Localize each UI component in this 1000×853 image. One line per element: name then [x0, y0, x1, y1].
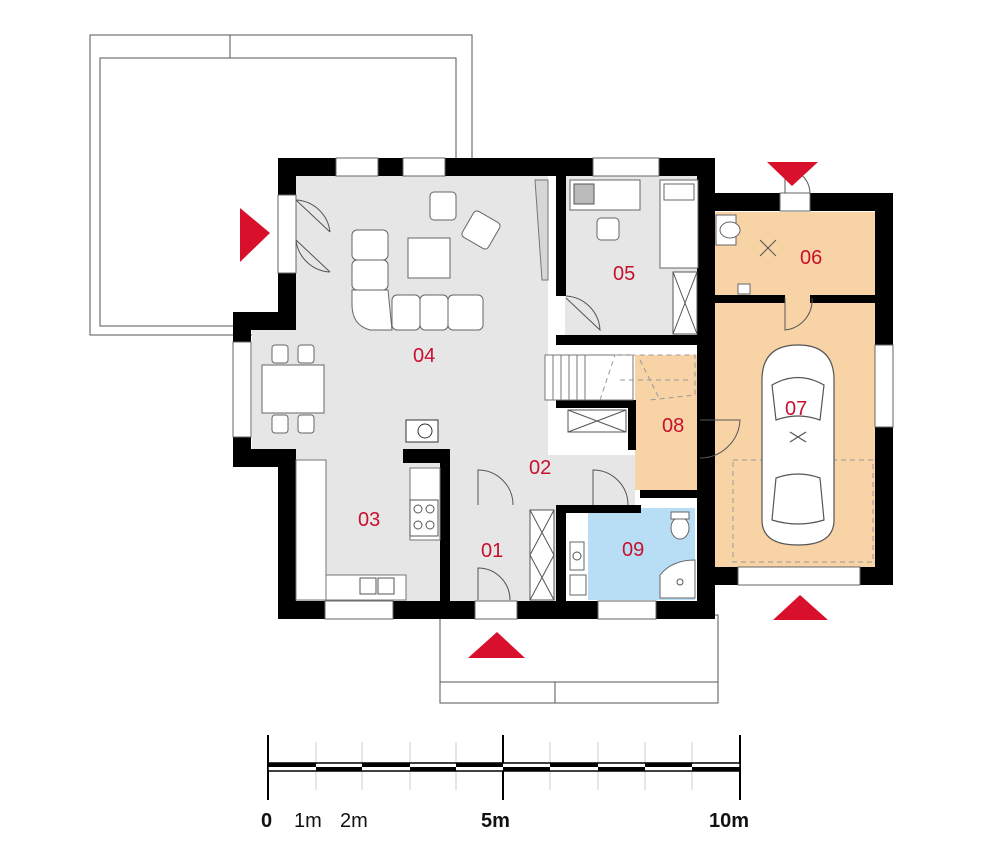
room-label-03: 03: [358, 509, 380, 531]
coffee-table: [407, 237, 451, 279]
entrance-arrow-icon: [773, 595, 828, 620]
scale-label-1m: 1m: [294, 810, 322, 832]
room-label-05: 05: [613, 263, 635, 285]
armchair: [461, 210, 501, 250]
windows: [232, 157, 894, 620]
floor-hall: [450, 455, 635, 505]
room-label-06: 06: [800, 247, 822, 269]
room-label-01: 01: [481, 540, 503, 562]
closets: [529, 271, 698, 601]
scale-label-10m: 10m: [709, 810, 749, 832]
toilet-icon: [670, 511, 690, 540]
toilet-icon: [715, 214, 741, 246]
room-label-02: 02: [529, 457, 551, 479]
parking-zone: [732, 459, 874, 563]
sofa-icon: [351, 229, 484, 331]
porch-outline: [439, 614, 719, 704]
entrance-arrow-icon: [468, 632, 525, 658]
scale-bar: 0 1m 2m 5m 10m: [261, 735, 749, 832]
entrance-markers: [240, 162, 828, 658]
floor-fills: [252, 175, 875, 602]
room-label-07: 07: [785, 398, 807, 420]
floor-room-06: [715, 212, 875, 297]
sink-icon: [359, 577, 395, 595]
ceiling-lamp: [759, 239, 777, 257]
stove-icon: [409, 499, 439, 537]
scale-label-0: 0: [261, 810, 272, 832]
fireplace: [405, 419, 439, 443]
car-icon: [761, 344, 835, 546]
shower-icon: [659, 559, 696, 599]
floor-room-08: [635, 355, 700, 490]
entrance-arrow-icon: [240, 208, 270, 262]
washbasin: [569, 541, 587, 596]
room-label-08: 08: [662, 415, 684, 437]
dining-table-icon: [261, 344, 325, 434]
stairs: [544, 354, 696, 401]
bed-icon: [659, 179, 699, 269]
entrance-arrow-icon: [767, 162, 818, 186]
boiler: [737, 283, 751, 295]
room-label-04: 04: [413, 345, 435, 367]
tv-cabinet: [534, 179, 549, 281]
room-label-09: 09: [622, 539, 644, 561]
scale-label-5m: 5m: [481, 810, 510, 832]
desk-icon: [569, 179, 641, 241]
kitchen-counters: [295, 459, 441, 601]
armchair: [429, 191, 457, 221]
scale-label-2m: 2m: [340, 810, 368, 832]
room-labels: 01 02 03 04 05 06 07 08 09: [358, 247, 822, 562]
